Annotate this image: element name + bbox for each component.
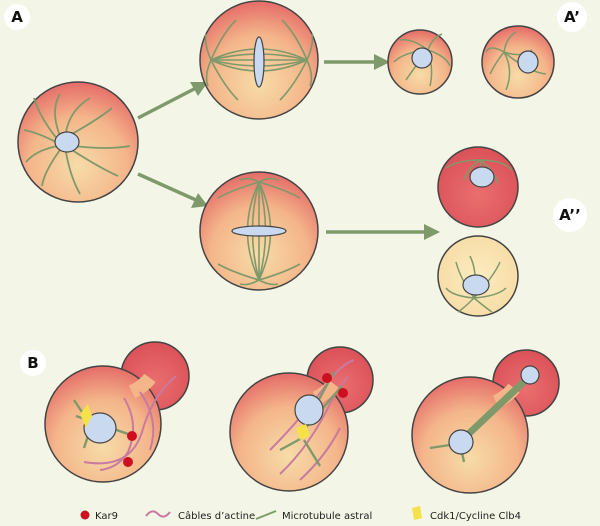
panel-a-prime-label: A’ [564, 8, 580, 26]
pale-daughter-nucleus [462, 274, 490, 296]
actin-cables-1 [83, 375, 177, 471]
kar9-dot-2a [322, 373, 332, 383]
arrow-to-a-prime [324, 54, 390, 70]
mother-cell-microtubules [23, 93, 131, 195]
upper-metaphase-nucleus [253, 36, 265, 88]
cdk-1 [80, 404, 92, 428]
panel-b-badge [20, 350, 46, 376]
legend-actin-label: Câbles d’actine [178, 510, 255, 522]
panel-a-double-prime-label: A’’ [559, 206, 581, 224]
panel-a-prime-badge [557, 2, 587, 32]
nucleus-3a [448, 429, 474, 455]
legend-kar9-label: Kar9 [95, 511, 118, 522]
budding-cell-2 [229, 346, 374, 492]
legend-actin-swatch [145, 510, 171, 518]
a-prime-left-nucleus [411, 47, 433, 69]
a-double-prime-daughter-pale [437, 235, 519, 317]
lower-mitotic-cell [199, 171, 319, 291]
a-prime-right-nucleus [517, 50, 539, 74]
panel-a-badge [4, 4, 30, 30]
red-daughter-nucleus [469, 166, 495, 188]
legend-cdk-label: Cdk1/Cycline Clb4 [430, 511, 521, 522]
budding-cell-3 [411, 349, 560, 494]
nucleus-3b [520, 365, 540, 385]
budding-cell-1 [44, 341, 190, 483]
legend-microtubule-swatch [255, 510, 277, 520]
kar9-dot-1b [123, 457, 133, 467]
lower-metaphase-nucleus [231, 225, 287, 237]
panel-a-double-prime-badge [553, 198, 587, 232]
mother-nucleus [54, 131, 80, 153]
legend-kar9-swatch [80, 510, 90, 520]
panel-b: B [20, 341, 560, 494]
a-double-prime-daughter-red [437, 146, 519, 228]
kar9-dot-2b [338, 388, 348, 398]
panel-a: A A’ A’’ [4, 0, 587, 317]
arrow-to-upper-mitosis [137, 82, 208, 120]
nucleus-2 [294, 394, 324, 426]
a-prime-daughter-left [387, 29, 453, 95]
legend-cdk-swatch [412, 506, 422, 520]
nucleus-1 [83, 412, 117, 444]
legend-microtubule-label: Microtubule astral [282, 511, 372, 522]
arrow-to-lower-mitosis [137, 172, 208, 208]
panel-b-label: B [27, 354, 38, 372]
arrow-to-a-double-prime [326, 224, 440, 240]
upper-mitotic-cell [199, 0, 319, 120]
a-prime-daughter-right [481, 25, 555, 99]
panel-a-label: A [11, 8, 23, 26]
mother-cell [17, 81, 139, 203]
cdk-2 [296, 424, 310, 440]
kar9-dot-1a [127, 431, 137, 441]
legend: Kar9 Câbles d’actine Microtubule astral … [80, 506, 521, 522]
